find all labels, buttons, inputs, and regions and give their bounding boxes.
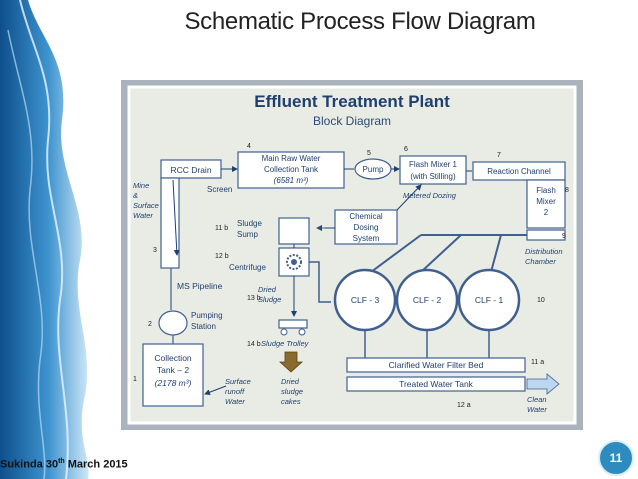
clf-1-label: CLF - 1 xyxy=(475,295,504,305)
num-11a: 11 a xyxy=(531,359,544,366)
pumping-line1: Pumping xyxy=(191,311,223,320)
ms-pipeline-label: MS Pipeline xyxy=(177,281,223,291)
clf-3-label: CLF - 3 xyxy=(351,295,380,305)
sludge-trolley-label: Sludge Trolley xyxy=(261,339,310,348)
chemical-line1: Chemical xyxy=(349,212,383,221)
collection-line2: Tank – 2 xyxy=(157,365,189,375)
screen-label: Screen xyxy=(207,185,232,194)
dried-cakes-2: sludge xyxy=(281,387,303,396)
num-8: 8 xyxy=(565,187,569,194)
flash-mixer-1 xyxy=(399,155,467,185)
dried-sludge-1: Dried xyxy=(258,285,277,294)
num-3: 3 xyxy=(153,247,157,254)
mine-label-3: Surface xyxy=(133,201,159,210)
metered-dozing-label: Metered Dozing xyxy=(403,191,457,200)
main-tank-line1: Main Raw Water xyxy=(262,154,321,163)
flash-mixer-2-line3: 2 xyxy=(544,208,549,217)
etp-block-diagram: Effluent Treatment Plant Block Diagram R… xyxy=(121,80,583,430)
clarified-water-filter-bed xyxy=(346,357,526,373)
num-5: 5 xyxy=(367,150,371,157)
sludge-sump xyxy=(278,217,310,245)
dried-sludge-2: Sludge xyxy=(258,295,281,304)
sludge-trolley-icon xyxy=(278,319,308,329)
clean-water-arrow-icon xyxy=(526,373,560,395)
mine-label-4: Water xyxy=(133,211,153,220)
clf-2-label: CLF - 2 xyxy=(413,295,442,305)
num-6: 6 xyxy=(404,146,408,153)
surface-runoff-1: Surface xyxy=(225,377,251,386)
collection-tank-2 xyxy=(142,343,204,407)
main-tank-line3: (6581 m³) xyxy=(274,176,309,185)
pumping-station xyxy=(158,310,188,336)
num-12b: 12 b xyxy=(215,253,229,260)
collection-line3: (2178 m³) xyxy=(155,378,192,388)
main-tank-line2: Collection Tank xyxy=(264,165,319,174)
num-13b: 13 b xyxy=(247,295,261,302)
footer-date: Sukinda 30th March 2015 xyxy=(0,458,128,471)
treated-tank-label: Treated Water Tank xyxy=(399,379,474,389)
pumping-line2: Station xyxy=(191,322,216,331)
num-11b: 11 b xyxy=(215,225,228,232)
filter-bed-label: Clarified Water Filter Bed xyxy=(389,360,484,370)
sludge-sump-line2: Sump xyxy=(237,230,258,239)
clean-water-2: Water xyxy=(527,405,547,414)
reaction-channel xyxy=(472,161,566,181)
treated-water-tank xyxy=(346,376,526,392)
distribution-label-1: Distribution xyxy=(525,247,563,256)
dried-cakes-3: cakes xyxy=(281,397,301,406)
clean-water-1: Clean xyxy=(527,395,547,404)
diagram-title: Effluent Treatment Plant xyxy=(254,92,450,111)
num-2: 2 xyxy=(148,321,152,328)
mine-label-2: & xyxy=(133,191,138,200)
centrifuge-label: Centrifuge xyxy=(229,263,266,272)
main-raw-water-tank xyxy=(237,151,345,189)
num-9: 9 xyxy=(562,233,566,240)
num-14b: 14 b xyxy=(247,341,261,348)
dried-cakes-1: Dried xyxy=(281,377,300,386)
sludge-sump-line1: Sludge xyxy=(237,219,262,228)
pump-label: Pump xyxy=(363,165,384,174)
slide-title: Schematic Process Flow Diagram xyxy=(184,8,536,35)
surface-runoff-3: Water xyxy=(225,397,245,406)
flash-mixer-2 xyxy=(526,179,566,229)
chemical-line3: System xyxy=(353,234,380,243)
flash-mixer-1-line2: (with Stilling) xyxy=(410,172,456,181)
flash-mixer-1-line1: Flash Mixer 1 xyxy=(409,160,458,169)
flash-mixer-2-line1: Flash xyxy=(536,186,556,195)
mine-label-1: Mine xyxy=(133,181,149,190)
num-7: 7 xyxy=(497,152,501,159)
water-wave-decoration xyxy=(0,0,89,479)
flash-mixer-2-line2: Mixer xyxy=(536,197,556,206)
num-10: 10 xyxy=(537,297,545,304)
down-arrow-icon xyxy=(278,351,304,373)
centrifuge-gear-icon xyxy=(286,254,302,270)
page-number-badge: 11 xyxy=(598,440,634,476)
rcc-drain-label: RCC Drain xyxy=(170,165,211,175)
chemical-dosing-system xyxy=(334,209,398,245)
num-4: 4 xyxy=(247,143,251,150)
rcc-drain-channel xyxy=(160,177,180,269)
num-1: 1 xyxy=(133,376,137,383)
distribution-label-2: Chamber xyxy=(525,257,556,266)
distribution-chamber xyxy=(526,229,566,241)
reaction-channel-label: Reaction Channel xyxy=(487,167,551,176)
diagram-subtitle: Block Diagram xyxy=(313,114,391,128)
num-12a: 12 a xyxy=(457,402,471,409)
surface-runoff-2: runoff xyxy=(225,387,245,396)
collection-line1: Collection xyxy=(154,353,192,363)
chemical-line2: Dosing xyxy=(354,223,379,232)
